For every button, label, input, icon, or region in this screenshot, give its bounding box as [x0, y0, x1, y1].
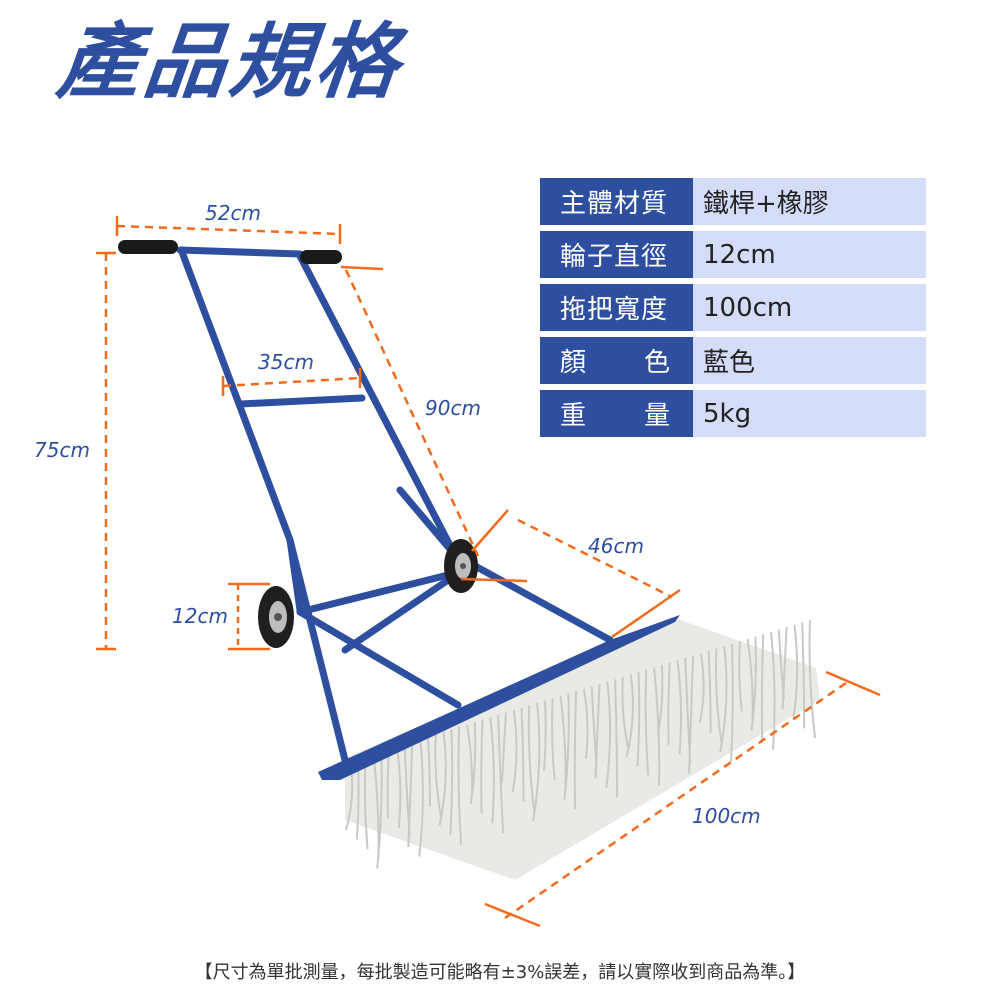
dimension-lines: [96, 216, 881, 928]
spec-key: 拖把寬度: [540, 284, 693, 331]
wheel-diameter-label: 12cm: [172, 604, 228, 628]
spec-key: 重 量: [540, 390, 693, 437]
rear-wheel: [444, 539, 478, 593]
spec-key: 顏 色: [540, 337, 693, 384]
spec-key-part: 量: [643, 401, 671, 431]
spec-value: 藍色: [693, 337, 926, 384]
spec-value: 12cm: [693, 231, 926, 278]
spec-row-color: 顏 色 藍色: [540, 337, 926, 384]
total-height-label: 75cm: [34, 438, 90, 462]
crossbar-width-label: 35cm: [258, 350, 314, 374]
handle-width-label: 52cm: [205, 201, 261, 225]
spec-key-part: 色: [643, 348, 671, 378]
cart-frame: [176, 246, 614, 764]
base-depth-label: 46cm: [588, 534, 644, 558]
mop-head: [345, 617, 820, 880]
spec-key-part: 顏: [560, 348, 588, 378]
spec-key: 主體材質: [540, 178, 693, 225]
spec-row-wheel: 輪子直徑 12cm: [540, 231, 926, 278]
spec-key-part: 重: [560, 401, 588, 431]
mop-base-plate: [318, 615, 680, 780]
spec-row-mop-width: 拖把寬度 100cm: [540, 284, 926, 331]
spec-key: 輪子直徑: [540, 231, 693, 278]
disclaimer-note: 【尺寸為單批測量，每批製造可能略有±3%誤差，請以實際收到商品為準。】: [194, 962, 806, 983]
right-grip: [300, 250, 342, 264]
handle-length-label: 90cm: [425, 396, 481, 420]
spec-value: 100cm: [693, 284, 926, 331]
spec-value: 5kg: [693, 390, 926, 437]
spec-value: 鐵桿+橡膠: [693, 178, 926, 225]
spec-row-weight: 重 量 5kg: [540, 390, 926, 437]
mop-width-label: 100cm: [692, 804, 761, 828]
spec-table: 主體材質 鐵桿+橡膠 輪子直徑 12cm 拖把寬度 100cm 顏 色 藍色 重…: [540, 178, 926, 443]
left-grip: [118, 240, 178, 254]
spec-row-material: 主體材質 鐵桿+橡膠: [540, 178, 926, 225]
front-wheel: [258, 586, 294, 648]
